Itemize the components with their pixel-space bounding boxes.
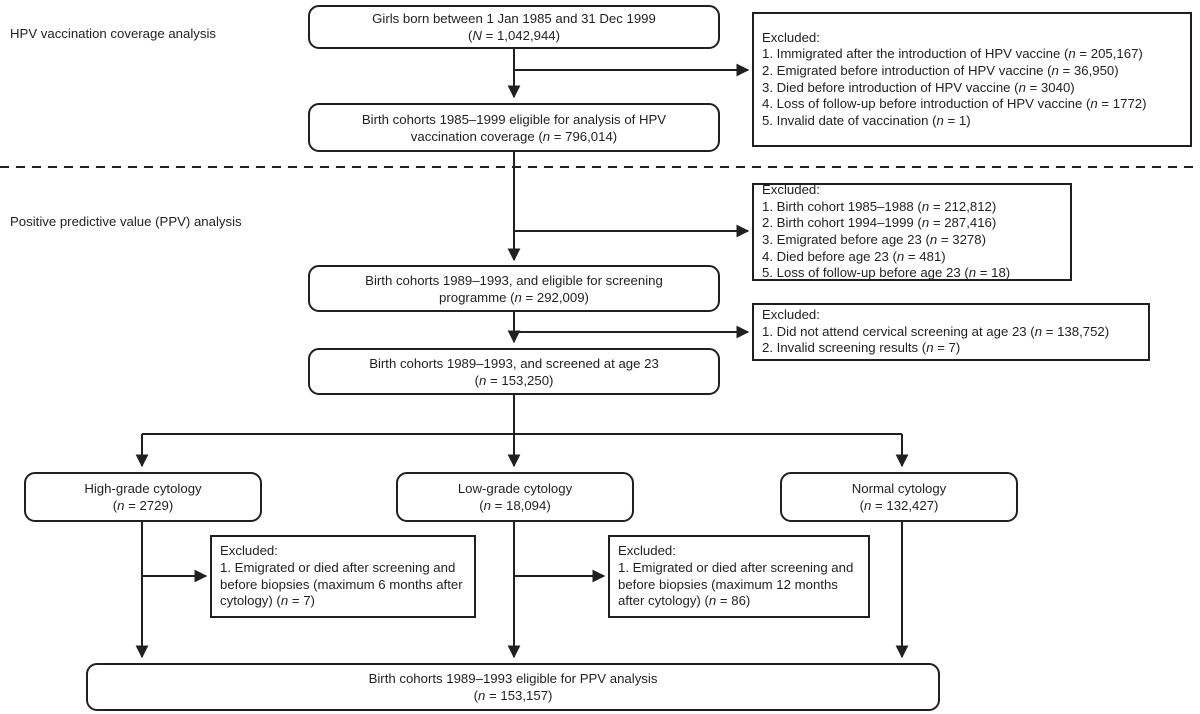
excluded-high-grade-heading: Excluded:	[220, 543, 278, 559]
excluded-eligibility-item-4: 4. Died before age 23 (n = 481)	[762, 248, 946, 264]
excluded-eligibility-item-2: 2. Birth cohort 1994–1999 (n = 287,416)	[762, 215, 997, 231]
node-normal-line2: (n = 132,427)	[859, 498, 939, 513]
excluded-coverage-item-2: 2. Emigrated before introduction of HPV …	[762, 62, 1119, 78]
node-eligible-screening-line1: Birth cohorts 1989–1993, and eligible fo…	[365, 272, 663, 288]
excluded-box-screening-eligibility[interactable]: Excluded: 1. Birth cohort 1985–1988 (n =…	[752, 182, 1072, 281]
excluded-box-low-grade-followup[interactable]: Excluded: 1. Emigrated or died after scr…	[608, 535, 870, 618]
node-screened-age23[interactable]: Birth cohorts 1989–1993, and screened at…	[308, 348, 720, 395]
node-high-grade-cytology[interactable]: High-grade cytology (n = 2729)	[24, 472, 262, 522]
node-eligible-coverage-line1: Birth cohorts 1985–1999 eligible for ana…	[361, 111, 667, 127]
node-eligible-coverage[interactable]: Birth cohorts 1985–1999 eligible for ana…	[308, 103, 720, 152]
node-high-grade-line1: High-grade cytology	[84, 481, 202, 496]
excluded-box-coverage[interactable]: Excluded: 1. Immigrated after the introd…	[752, 12, 1192, 147]
excluded-attendance-item-2: 2. Invalid screening results (n = 7)	[762, 340, 961, 356]
node-high-grade-line2: (n = 2729)	[112, 498, 174, 513]
node-final-ppv[interactable]: Birth cohorts 1989–1993 eligible for PPV…	[86, 663, 940, 711]
excluded-coverage-heading: Excluded:	[762, 29, 820, 45]
node-eligible-screening-line2: programme (n = 292,009)	[439, 289, 589, 305]
excluded-box-high-grade-followup[interactable]: Excluded: 1. Emigrated or died after scr…	[210, 535, 476, 618]
excluded-low-grade-item-1: 1. Emigrated or died after screening and…	[618, 559, 854, 609]
node-screened-age23-line1: Birth cohorts 1989–1993, and screened at…	[369, 355, 659, 371]
excluded-eligibility-item-3: 3. Emigrated before age 23 (n = 3278)	[762, 232, 986, 247]
excluded-attendance-heading: Excluded:	[762, 307, 820, 323]
node-eligible-coverage-line2: vaccination coverage (n = 796,014)	[410, 128, 618, 144]
node-normal-line1: Normal cytology	[851, 481, 947, 496]
node-source-cohort[interactable]: Girls born between 1 Jan 1985 and 31 Dec…	[308, 5, 720, 49]
node-low-grade-line2: (n = 18,094)	[479, 498, 551, 513]
excluded-coverage-item-3: 3. Died before introduction of HPV vacci…	[762, 79, 1075, 95]
section-label-hpv: HPV vaccination coverage analysis	[10, 26, 216, 41]
excluded-eligibility-item-1: 1. Birth cohort 1985–1988 (n = 212,812)	[762, 198, 997, 214]
node-source-cohort-line1: Girls born between 1 Jan 1985 and 31 Dec…	[372, 11, 656, 26]
excluded-box-screening-attendance[interactable]: Excluded: 1. Did not attend cervical scr…	[752, 303, 1150, 361]
excluded-attendance-item-1: 1. Did not attend cervical screening at …	[762, 323, 1110, 339]
excluded-low-grade-heading: Excluded:	[618, 543, 676, 559]
excluded-coverage-item-1: 1. Immigrated after the introduction of …	[762, 46, 1143, 62]
node-source-cohort-line2: (N = 1,042,944)	[467, 28, 561, 43]
excluded-high-grade-item-1: 1. Emigrated or died after screening and…	[220, 559, 463, 609]
node-low-grade-line1: Low-grade cytology	[457, 481, 573, 496]
node-final-ppv-line2: (n = 153,157)	[473, 688, 553, 703]
section-label-ppv: Positive predictive value (PPV) analysis	[10, 214, 242, 229]
excluded-coverage-item-5: 5. Invalid date of vaccination (n = 1)	[762, 112, 971, 128]
excluded-coverage-item-4: 4. Loss of follow-up before introduction…	[762, 96, 1147, 112]
excluded-eligibility-item-5: 5. Loss of follow-up before age 23 (n = …	[762, 265, 1011, 281]
node-final-ppv-line1: Birth cohorts 1989–1993 eligible for PPV…	[368, 671, 658, 686]
node-screened-age23-line2: (n = 153,250)	[474, 372, 554, 388]
excluded-eligibility-heading: Excluded:	[762, 182, 820, 198]
node-normal-cytology[interactable]: Normal cytology (n = 132,427)	[780, 472, 1018, 522]
node-eligible-screening[interactable]: Birth cohorts 1989–1993, and eligible fo…	[308, 265, 720, 312]
node-low-grade-cytology[interactable]: Low-grade cytology (n = 18,094)	[396, 472, 634, 522]
